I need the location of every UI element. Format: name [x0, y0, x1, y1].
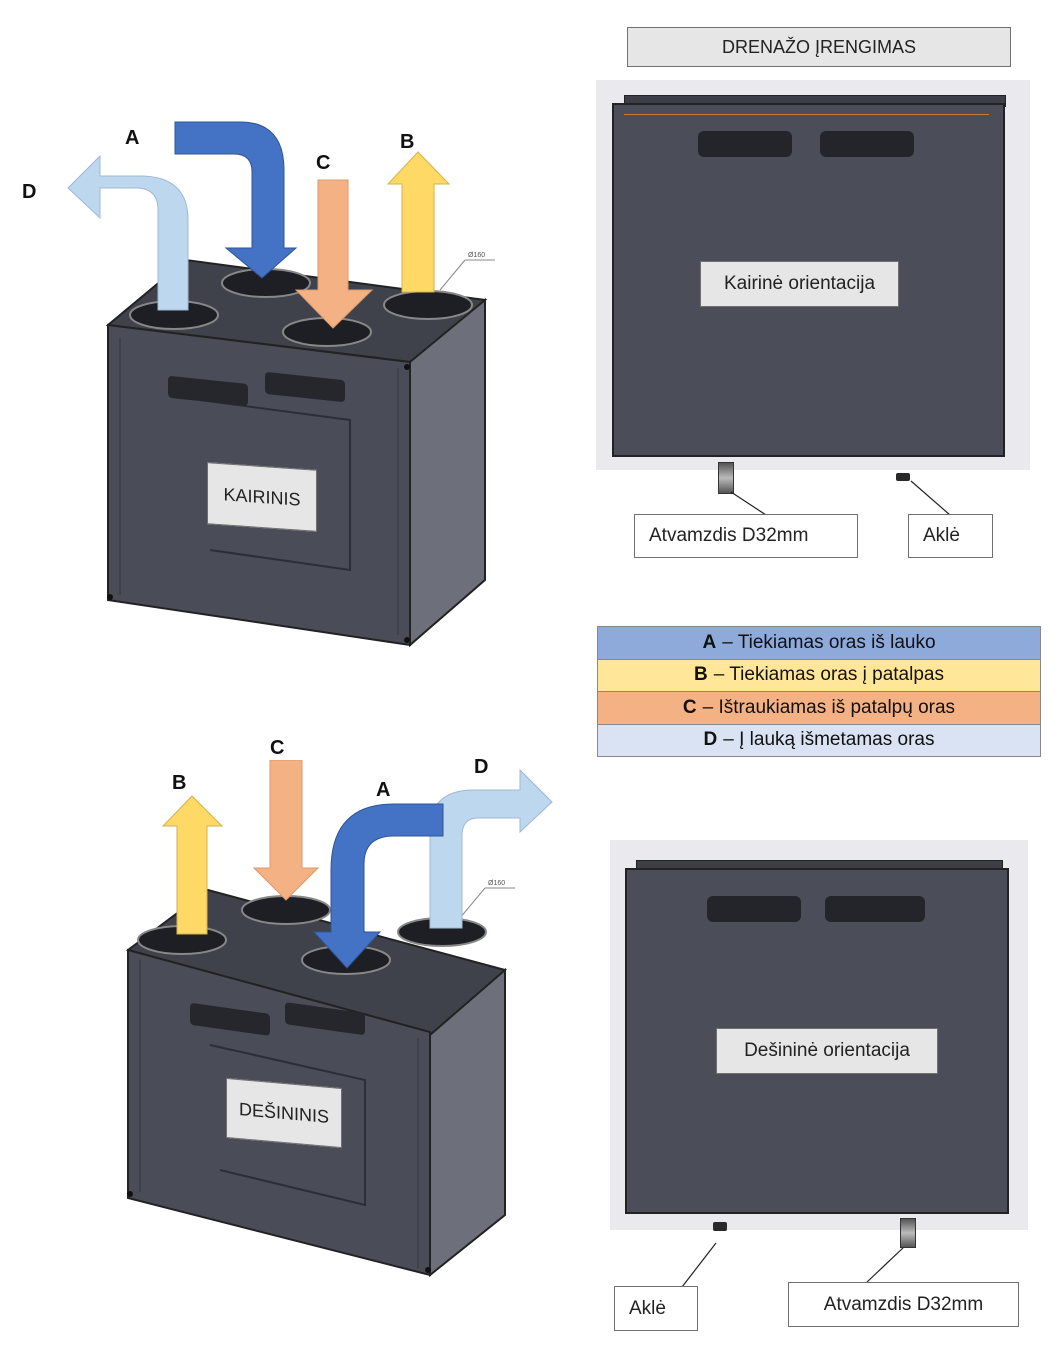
- arrow-d: [429, 768, 553, 929]
- legend-letter: D: [703, 729, 718, 751]
- legend-table: A – Tiekiamas oras iš lauko B – Tiekiama…: [597, 626, 1041, 757]
- brand-logo-badge: [190, 1003, 270, 1036]
- arrow-c: [252, 760, 320, 901]
- legend-text: – Tiekiamas oras iš lauko: [722, 631, 936, 653]
- arrow-b: [386, 151, 451, 293]
- drain-pipe-icon: [718, 462, 734, 494]
- legend-row-c: C – Ištraukiamas iš patalpų oras: [598, 692, 1040, 725]
- right-unit-label-box: DEŠININIS: [226, 1077, 342, 1149]
- arrow-label-b: B: [172, 772, 187, 794]
- arrow-b: [161, 795, 224, 935]
- right-orientation-label: Dešininė orientacija: [744, 1040, 910, 1061]
- blank-plug-icon: [896, 473, 910, 481]
- arrow-label-c: C: [316, 152, 331, 174]
- legend-letter: A: [702, 631, 717, 653]
- legend-row-b: B – Tiekiamas oras į patalpas: [598, 659, 1040, 692]
- top-blank-label: Aklė: [923, 525, 960, 546]
- legend-row-d: D – Į lauką išmetamas oras: [598, 724, 1040, 756]
- arrow-label-a: A: [376, 779, 391, 801]
- dimension-note: Ø160: [488, 880, 505, 887]
- bottom-pipe-label-box: Atvamzdis D32mm: [788, 1282, 1019, 1327]
- left-orientation-label-box: Kairinė orientacija: [700, 261, 899, 307]
- legend-text: – Tiekiamas oras į patalpas: [713, 664, 944, 686]
- legend-letter: B: [694, 664, 708, 686]
- arrow-label-d: D: [22, 181, 37, 203]
- right-unit-illustration: Ø160: [125, 760, 553, 1278]
- brand-logo-badge: [285, 1002, 365, 1035]
- brand-logo-badge: [820, 131, 914, 157]
- arrow-d: [67, 154, 189, 311]
- dimension-note: Ø160: [468, 252, 485, 259]
- arrow-a: [174, 121, 298, 279]
- top-pipe-label: Atvamzdis D32mm: [649, 525, 809, 546]
- top-blank-label-box: Aklė: [908, 514, 993, 558]
- brand-logo-badge: [825, 896, 925, 922]
- right-unit-label: DEŠININIS: [238, 1098, 330, 1127]
- blank-plug-icon: [713, 1222, 727, 1231]
- bottom-blank-label-box: Aklė: [614, 1286, 698, 1331]
- top-pipe-label-box: Atvamzdis D32mm: [634, 514, 858, 558]
- right-orientation-label-box: Dešininė orientacija: [716, 1028, 938, 1074]
- left-orientation-label: Kairinė orientacija: [723, 273, 876, 294]
- arrow-label-d: D: [474, 756, 489, 778]
- brand-logo-badge: [698, 131, 792, 157]
- brand-logo-badge: [707, 896, 801, 922]
- drain-pipe-icon: [900, 1218, 916, 1248]
- brand-logo-badge: [265, 372, 345, 402]
- bottom-pipe-label: Atvamzdis D32mm: [823, 1293, 984, 1315]
- arrow-label-a: A: [125, 127, 140, 149]
- legend-letter: C: [682, 696, 697, 718]
- bottom-blank-label: Aklė: [629, 1297, 666, 1319]
- legend-text: – Ištraukiamas iš patalpų oras: [702, 696, 956, 718]
- brand-logo-badge: [168, 376, 248, 406]
- arrow-label-c: C: [270, 737, 285, 759]
- title-box: DRENAŽO ĮRENGIMAS: [627, 27, 1011, 67]
- arrow-a: [312, 803, 444, 969]
- legend-row-a: A – Tiekiamas oras iš lauko: [598, 627, 1040, 660]
- arrow-c: [294, 179, 374, 329]
- page-title: DRENAŽO ĮRENGIMAS: [721, 36, 917, 57]
- arrow-label-b: B: [400, 131, 415, 153]
- legend-text: – Į lauką išmetamas oras: [723, 729, 935, 751]
